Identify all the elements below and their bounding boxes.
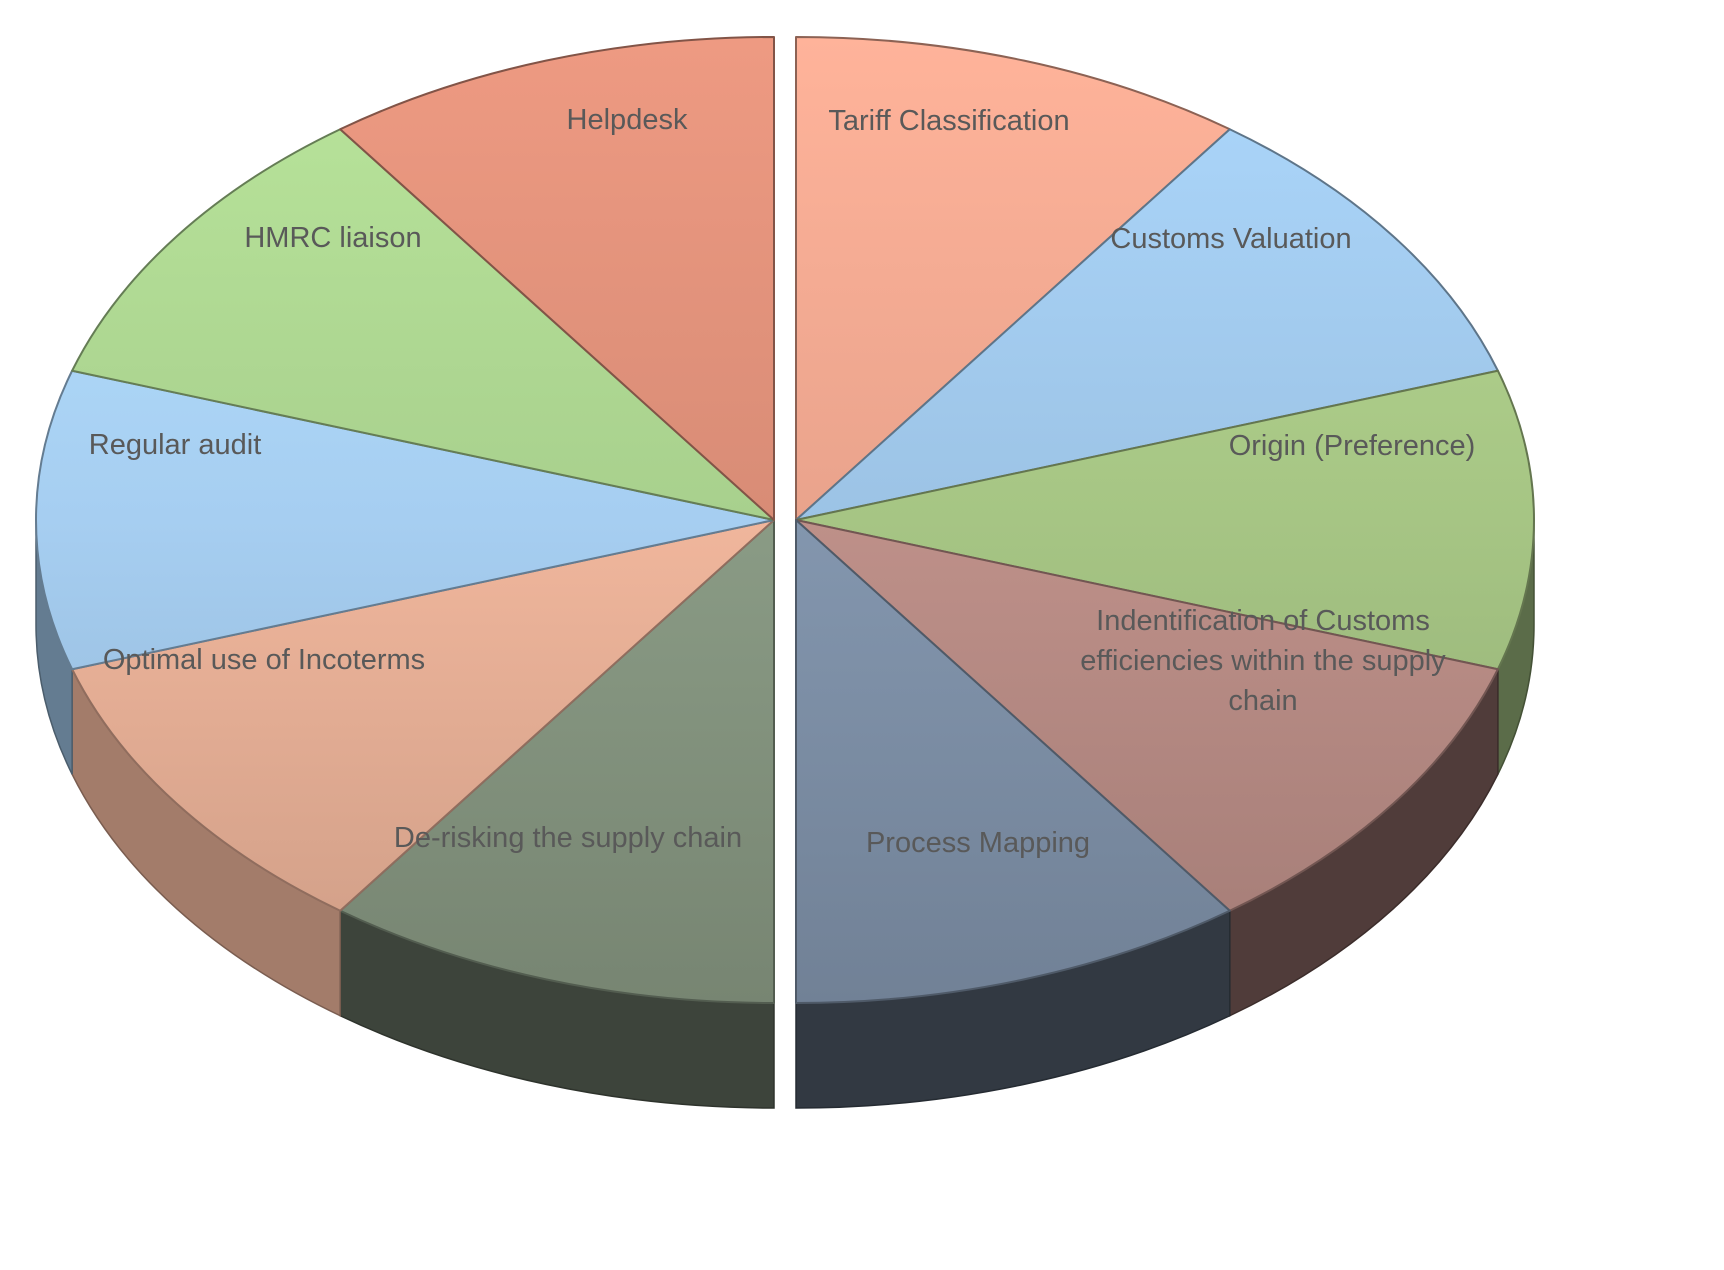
- pie-slice[interactable]: [339, 36, 775, 521]
- pie-slice[interactable]: [795, 519, 1231, 1004]
- pie-slice[interactable]: [71, 519, 775, 912]
- pie-slice[interactable]: [795, 128, 1499, 521]
- pie-slice[interactable]: [795, 369, 1535, 671]
- pie-slice[interactable]: [795, 519, 1499, 912]
- pie-slice[interactable]: [795, 36, 1231, 521]
- pie-slice[interactable]: [35, 369, 775, 671]
- pie-slice[interactable]: [71, 128, 775, 521]
- pie-slice[interactable]: [339, 519, 775, 1004]
